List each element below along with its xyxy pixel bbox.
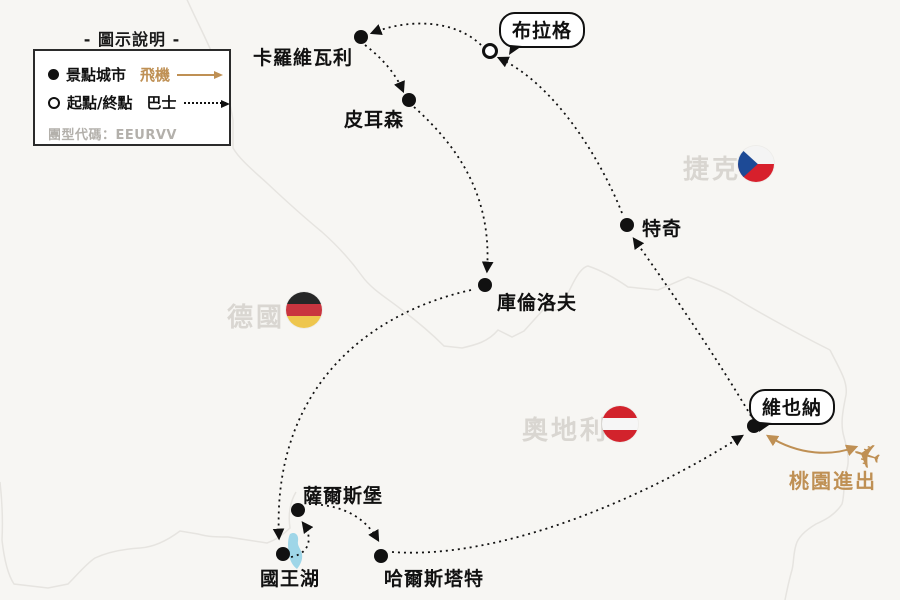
city-dot-krumlov	[478, 278, 492, 292]
austrian-flag-icon	[602, 406, 638, 442]
legend-title: - 圖示說明 -	[83, 30, 181, 49]
flight-route-taoyuan-vienna	[765, 434, 859, 456]
legend-terminal-label: 起點/終點	[67, 94, 133, 112]
city-label-krumlov: 庫倫洛夫	[497, 292, 578, 314]
flight-arrow-icon	[177, 73, 220, 76]
city-dot-karlovyvary	[354, 30, 368, 44]
bus-route-telc-prague	[496, 56, 623, 214]
legend-flight-label: 飛機	[140, 66, 171, 84]
country-label-austria: 奧地利	[522, 416, 610, 446]
city-bubble-vienna: 維也納	[749, 389, 836, 425]
bus-route-prague-karlovyvary	[369, 22, 482, 46]
bus-route-salzburg-hallstatt	[308, 503, 380, 543]
city-dot-telc	[620, 218, 634, 232]
city-label-telc: 特奇	[642, 218, 683, 240]
german-flag-icon	[286, 292, 322, 328]
bus-arrow-icon	[183, 101, 226, 104]
city-label-karlovyvary: 卡羅維瓦利	[253, 47, 354, 69]
country-label-czech: 捷克	[683, 155, 742, 185]
legend-bus-label: 巴士	[146, 94, 177, 112]
terminal-circle-prague	[482, 43, 498, 59]
country-label-germany: 德國	[227, 303, 286, 333]
lake-konigssee	[288, 532, 303, 569]
city-label-konigssee: 國王湖	[260, 568, 321, 590]
city-dot-konigssee	[276, 547, 290, 561]
flight-note-label: 桃園進出	[789, 469, 877, 493]
bus-routes	[272, 22, 752, 558]
city-label-salzburg: 薩爾斯堡	[303, 485, 384, 507]
group-code: 團型代碼：EEURVV	[48, 128, 177, 143]
city-dot-icon	[48, 69, 59, 80]
legend-row-city-flight: 景點城市 飛機	[48, 62, 229, 87]
bus-route-pilsen-krumlov	[413, 106, 494, 274]
bus-route-vienna-telc	[632, 237, 752, 417]
city-dot-salzburg	[291, 503, 305, 517]
city-label-pilsen: 皮耳森	[344, 109, 405, 131]
city-bubble-prague: 布拉格	[499, 12, 586, 48]
terminal-circle-icon	[48, 96, 60, 109]
bus-route-hallstatt-vienna	[391, 434, 744, 554]
legend-box: 景點城市 飛機 起點/終點 巴士 團型代碼：EEURVV	[33, 49, 231, 146]
legend-city-label: 景點城市	[66, 66, 127, 84]
city-dot-hallstatt	[374, 549, 388, 563]
legend-row-terminal-bus: 起點/終點 巴士	[48, 90, 229, 115]
bus-route-karlovyvary-pilsen	[364, 44, 405, 94]
city-dot-pilsen	[402, 93, 416, 107]
city-label-hallstatt: 哈爾斯塔特	[384, 568, 485, 590]
czech-flag-icon	[738, 146, 774, 182]
